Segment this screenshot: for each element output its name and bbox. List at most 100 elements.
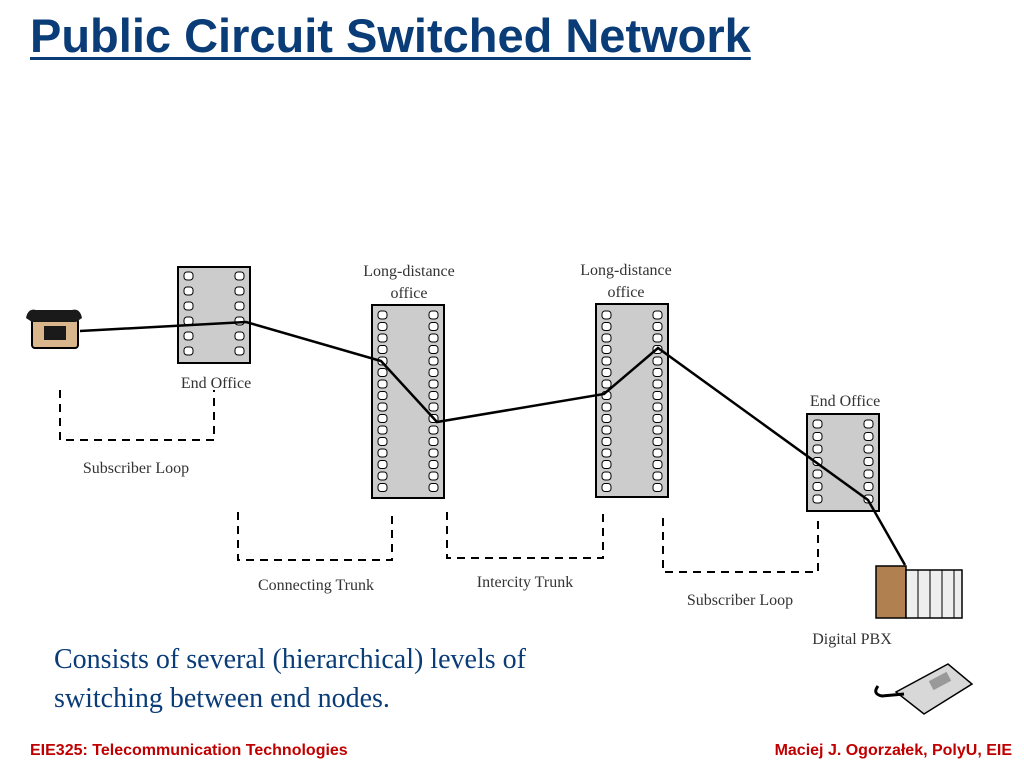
switch-port: [652, 448, 663, 458]
end-office-right-switch: [806, 413, 880, 512]
pbx-icon: [875, 565, 963, 619]
switch-port: [601, 379, 612, 389]
switch-port: [652, 425, 663, 435]
switch-port: [601, 368, 612, 377]
switch-port: [377, 379, 388, 389]
switch-port: [234, 286, 245, 296]
desk-phone-icon: [874, 663, 974, 715]
switch-port: [601, 356, 612, 366]
switch-port: [377, 414, 388, 423]
connecting-trunk-bracket: [237, 512, 393, 561]
switch-port: [652, 471, 663, 481]
caption-line-2: switching between end nodes.: [54, 683, 390, 714]
ld-office-2-label-line1: Long-distance: [580, 262, 672, 279]
switch-port: [601, 483, 612, 492]
switch-port: [652, 333, 663, 343]
switch-port: [377, 483, 388, 492]
ld-office-1-label-line1: Long-distance: [363, 263, 455, 280]
intercity-trunk-bracket: [446, 512, 604, 559]
switch-port: [428, 448, 439, 458]
end-office-left-label: End Office: [181, 375, 251, 392]
intercity-trunk-label: Intercity Trunk: [477, 574, 573, 591]
switch-port: [234, 271, 245, 281]
switch-port: [601, 425, 612, 435]
ld-office-1-label-line2: office: [390, 285, 427, 302]
telephone-icon: [26, 309, 82, 349]
caption-line-1: Consists of several (hierarchical) level…: [54, 644, 526, 675]
switch-port: [812, 432, 823, 441]
switch-port: [377, 425, 388, 435]
switch-port: [183, 331, 194, 341]
long-distance-office-1-switch: [371, 304, 445, 499]
switch-port: [428, 368, 439, 377]
switch-port: [183, 286, 194, 296]
switch-port: [428, 333, 439, 343]
subscriber-loop-left-label: Subscriber Loop: [83, 460, 189, 477]
switch-port: [377, 333, 388, 343]
switch-port: [812, 494, 823, 504]
switch-port: [601, 402, 612, 412]
switch-port: [428, 471, 439, 481]
slide-title: Public Circuit Switched Network: [30, 9, 751, 62]
switch-port: [428, 322, 439, 331]
switch-port: [428, 402, 439, 412]
switch-port: [234, 346, 245, 356]
switch-port: [428, 483, 439, 492]
switch-port: [234, 331, 245, 341]
switch-port: [377, 391, 388, 400]
switch-port: [863, 457, 874, 466]
switch-port: [601, 437, 612, 446]
switch-port: [652, 310, 663, 320]
switch-port: [183, 346, 194, 356]
switch-port: [183, 271, 194, 281]
switch-port: [428, 391, 439, 400]
switch-port: [652, 379, 663, 389]
switch-port: [377, 322, 388, 331]
switch-port: [428, 310, 439, 320]
switch-port: [428, 437, 439, 446]
switch-port: [812, 444, 823, 454]
switch-port: [652, 460, 663, 469]
switch-port: [652, 322, 663, 331]
long-distance-office-2-switch: [595, 303, 669, 498]
switch-port: [863, 432, 874, 441]
switch-port: [377, 310, 388, 320]
end-office-left-switch: [177, 266, 251, 364]
circuit-path: [79, 320, 907, 566]
switch-port: [652, 483, 663, 492]
switch-port: [601, 333, 612, 343]
switch-port: [601, 310, 612, 320]
switch-port: [601, 471, 612, 481]
switch-port: [812, 419, 823, 429]
switch-port: [377, 368, 388, 377]
end-office-right-label: End Office: [810, 393, 880, 410]
switch-port: [234, 301, 245, 311]
switch-port: [428, 356, 439, 366]
switch-port: [377, 460, 388, 469]
switch-port: [652, 391, 663, 400]
switch-port: [428, 460, 439, 469]
switch-port: [601, 460, 612, 469]
switch-port: [377, 345, 388, 354]
switch-port: [377, 402, 388, 412]
switch-port: [652, 437, 663, 446]
switch-port: [377, 448, 388, 458]
switch-port: [863, 419, 874, 429]
switch-port: [863, 482, 874, 491]
switch-port: [377, 471, 388, 481]
switch-port: [601, 448, 612, 458]
switch-port: [183, 301, 194, 311]
switch-port: [652, 414, 663, 423]
digital-pbx-label: Digital PBX: [812, 631, 892, 648]
switch-port: [652, 356, 663, 366]
ld-office-2-label-line2: office: [607, 284, 644, 301]
slide-caption: Consists of several (hierarchical) level…: [54, 640, 654, 718]
switch-port: [812, 482, 823, 491]
connecting-trunk-label: Connecting Trunk: [258, 577, 374, 594]
subscriber-loop-left-bracket: [59, 390, 215, 441]
switch-port: [652, 402, 663, 412]
switch-port: [601, 414, 612, 423]
switch-port: [601, 345, 612, 354]
footer-course: EIE325: Telecommunication Technologies: [30, 742, 348, 759]
